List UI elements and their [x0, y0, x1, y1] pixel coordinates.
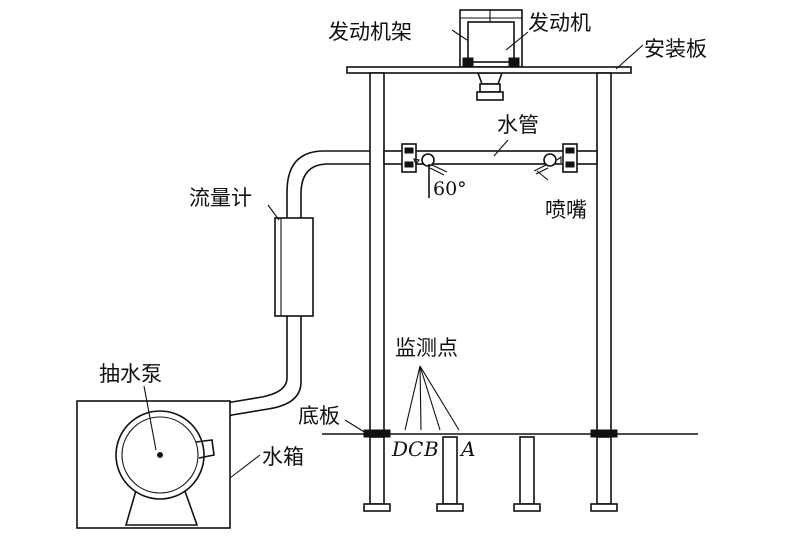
point-a: A: [459, 437, 475, 461]
engine-foot-right: [508, 57, 520, 68]
engine-shaft: [476, 72, 504, 85]
label-mount-plate: 安装板: [644, 37, 707, 61]
engine-foot-left: [462, 57, 474, 68]
label-water-tank: 水箱: [262, 445, 304, 469]
label-monitor-points: 监测点: [395, 336, 458, 360]
label-base-plate: 底板: [298, 404, 340, 428]
point-d: D: [391, 437, 408, 461]
point-b: B: [423, 437, 439, 461]
column-right: [596, 72, 612, 436]
nozzle-left: [413, 153, 448, 176]
mount-plate: [346, 66, 632, 74]
nozzle-right: [533, 153, 562, 175]
water-pipe-bar: [383, 143, 598, 198]
label-flowmeter: 流量计: [189, 186, 252, 210]
label-angle: 60°: [433, 178, 467, 200]
label-pump: 抽水泵: [99, 362, 162, 386]
engine-assembly: [459, 9, 523, 101]
point-c: C: [408, 437, 423, 461]
column-left: [369, 72, 385, 436]
base-feet: [363, 429, 618, 512]
frame-columns: [369, 72, 612, 436]
pump: [115, 410, 215, 526]
label-nozzle: 喷嘴: [545, 198, 587, 222]
label-water-pipe: 水管: [497, 113, 539, 137]
leader-lines: [143, 29, 644, 479]
label-engine-frame: 发动机架: [328, 20, 412, 44]
label-engine: 发动机: [528, 11, 591, 35]
engine-body: [467, 21, 515, 63]
